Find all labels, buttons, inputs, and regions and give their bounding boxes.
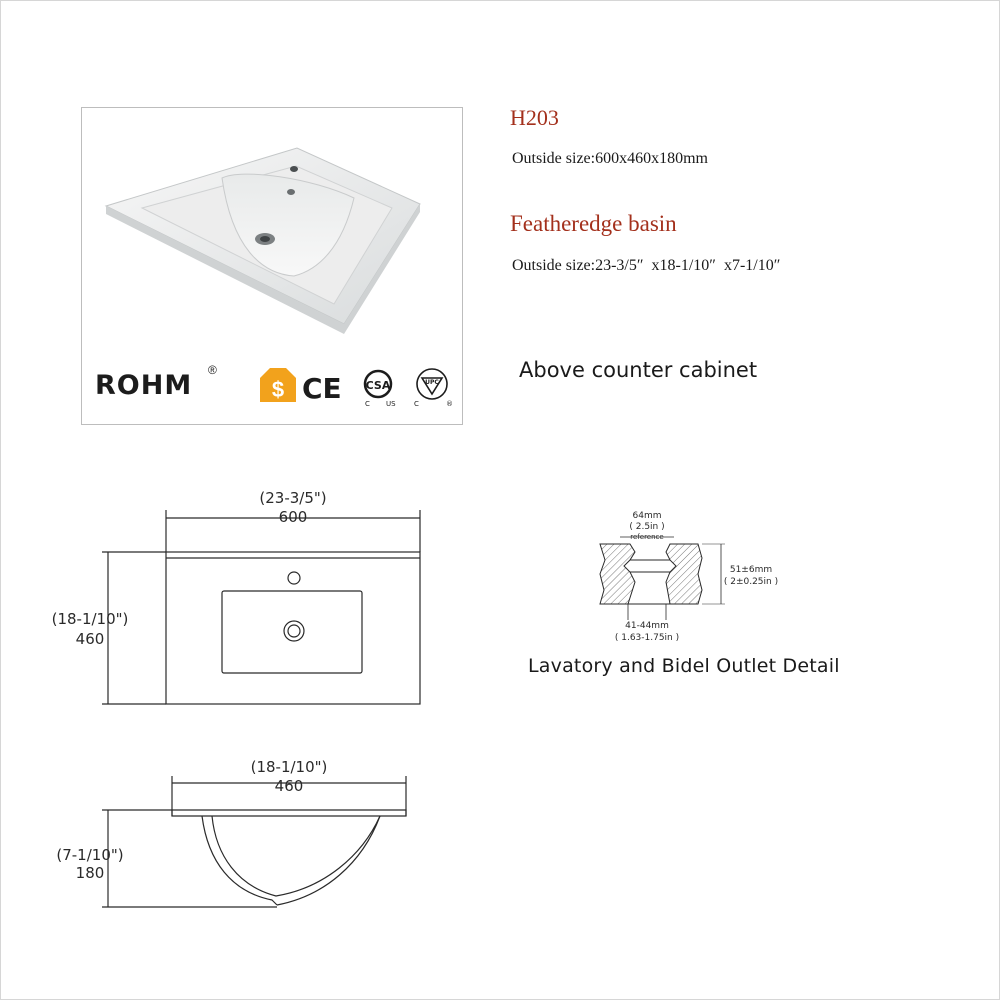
outlet-reference-label: reference bbox=[630, 533, 663, 541]
svg-text:C: C bbox=[365, 400, 370, 408]
top-depth-inches: (18-1/10") bbox=[52, 610, 129, 628]
side-view-rim bbox=[171, 809, 407, 817]
outlet-wall-left bbox=[599, 543, 636, 605]
dollar-badge-icon: $ bbox=[260, 368, 296, 402]
outlet-detail-caption: Lavatory and Bidel Outlet Detail bbox=[528, 655, 840, 677]
basin-photo bbox=[104, 147, 421, 334]
outlet-top-mm: 64mm bbox=[633, 511, 662, 521]
side-view-bowl-outer bbox=[201, 815, 278, 906]
svg-text:$: $ bbox=[272, 377, 284, 402]
outlet-top-inches: ( 2.5in ) bbox=[629, 522, 664, 532]
side-depth-mm: 460 bbox=[275, 777, 304, 795]
svg-text:C: C bbox=[414, 400, 419, 408]
outlet-bottom-inches: ( 1.63-1.75in ) bbox=[615, 633, 679, 643]
faucet-hole bbox=[287, 571, 301, 585]
model-number: H203 bbox=[510, 105, 559, 130]
top-width-inches: (23-3/5") bbox=[259, 489, 326, 507]
outside-size-metric: Outside size:600x460x180mm bbox=[512, 150, 708, 167]
technical-drawing: (23-3/5") 600 (18-1/10") 460 (18-1/10") … bbox=[52, 489, 421, 908]
ce-mark-icon: CE bbox=[302, 372, 342, 405]
csa-mark-icon: CSA C US bbox=[363, 369, 396, 408]
top-width-mm: 600 bbox=[279, 508, 308, 526]
outlet-detail-diagram: 64mm ( 2.5in ) reference 51±6mm ( 2±0.25… bbox=[599, 511, 778, 643]
top-depth-mm: 460 bbox=[76, 630, 105, 648]
outlet-bottom-mm: 41-44mm bbox=[625, 621, 669, 631]
outlet-wall-right bbox=[665, 543, 703, 605]
top-view-bowl bbox=[221, 590, 363, 674]
cabinet-type: Above counter cabinet bbox=[519, 358, 758, 382]
svg-text:US: US bbox=[386, 400, 396, 408]
registered-mark: ® bbox=[208, 363, 217, 377]
svg-text:CE: CE bbox=[302, 372, 342, 405]
svg-text:®: ® bbox=[446, 400, 453, 408]
basin-name: Featheredge basin bbox=[510, 211, 677, 236]
product-photo-panel: ROHM ® $ CE CSA C US UPC C ® bbox=[81, 107, 463, 425]
drain-outer bbox=[283, 620, 305, 642]
top-view-outline bbox=[165, 551, 421, 705]
svg-text:CSA: CSA bbox=[366, 379, 391, 392]
side-height-mm: 180 bbox=[76, 864, 105, 882]
side-depth-inches: (18-1/10") bbox=[251, 758, 328, 776]
certification-logos: $ CE CSA C US UPC C ® bbox=[260, 368, 453, 408]
upc-mark-icon: UPC C ® bbox=[414, 368, 453, 408]
side-height-inches: (7-1/10") bbox=[56, 846, 123, 864]
outlet-right-inches: ( 2±0.25in ) bbox=[724, 577, 778, 587]
outlet-right-mm: 51±6mm bbox=[730, 565, 772, 575]
outside-size-imperial: Outside size:23-3/5″ x18-1/10″ x7-1/10″ bbox=[512, 257, 781, 274]
svg-text:UPC: UPC bbox=[425, 379, 439, 386]
brand-logo: ROHM bbox=[95, 370, 193, 401]
